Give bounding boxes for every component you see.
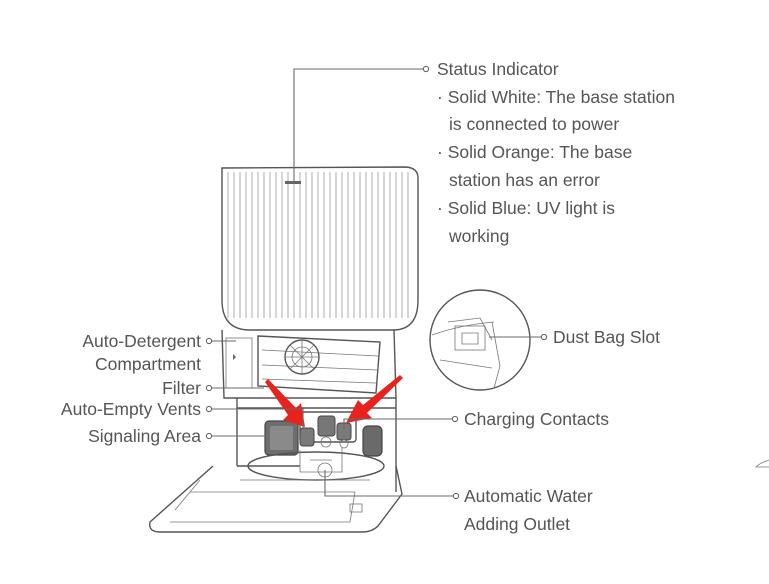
label-auto-detergent: Auto-Detergent <box>82 331 201 351</box>
label-status-white: · Solid White: The base station <box>437 87 675 107</box>
status-indicator-light <box>285 181 301 184</box>
charging-contact-right <box>362 425 383 457</box>
label-water-outlet: Automatic Water <box>464 486 593 506</box>
label-water-outlet-cont: Adding Outlet <box>464 514 570 534</box>
auto-empty-vent-left <box>299 427 315 447</box>
label-status-indicator: Status Indicator <box>437 59 559 79</box>
lid-ribs <box>227 172 409 318</box>
labels: Status Indicator · Solid White: The base… <box>61 59 675 534</box>
auto-empty-vent-center <box>317 415 336 437</box>
label-dust-bag-slot: Dust Bag Slot <box>553 327 660 347</box>
label-charging-contacts: Charging Contacts <box>464 409 609 429</box>
label-auto-detergent-cont: Compartment <box>95 354 201 374</box>
dust-bag-slot-magnifier <box>429 289 531 391</box>
label-auto-empty-vents: Auto-Empty Vents <box>61 399 201 419</box>
edge-fragment <box>755 459 769 468</box>
red-arrow-left <box>265 379 305 427</box>
red-arrow-right <box>346 375 403 423</box>
label-filter: Filter <box>162 378 201 398</box>
label-status-orange-cont: station has an error <box>449 170 600 190</box>
base-station-drawing <box>149 166 531 533</box>
label-status-blue: · Solid Blue: UV light is <box>437 198 615 218</box>
red-arrows <box>265 375 403 427</box>
label-status-orange: · Solid Orange: The base <box>437 142 632 162</box>
label-status-white-cont: is connected to power <box>449 114 619 134</box>
label-status-blue-cont: working <box>448 226 509 246</box>
label-signaling-area: Signaling Area <box>88 426 201 446</box>
leader-lines <box>205 65 548 500</box>
